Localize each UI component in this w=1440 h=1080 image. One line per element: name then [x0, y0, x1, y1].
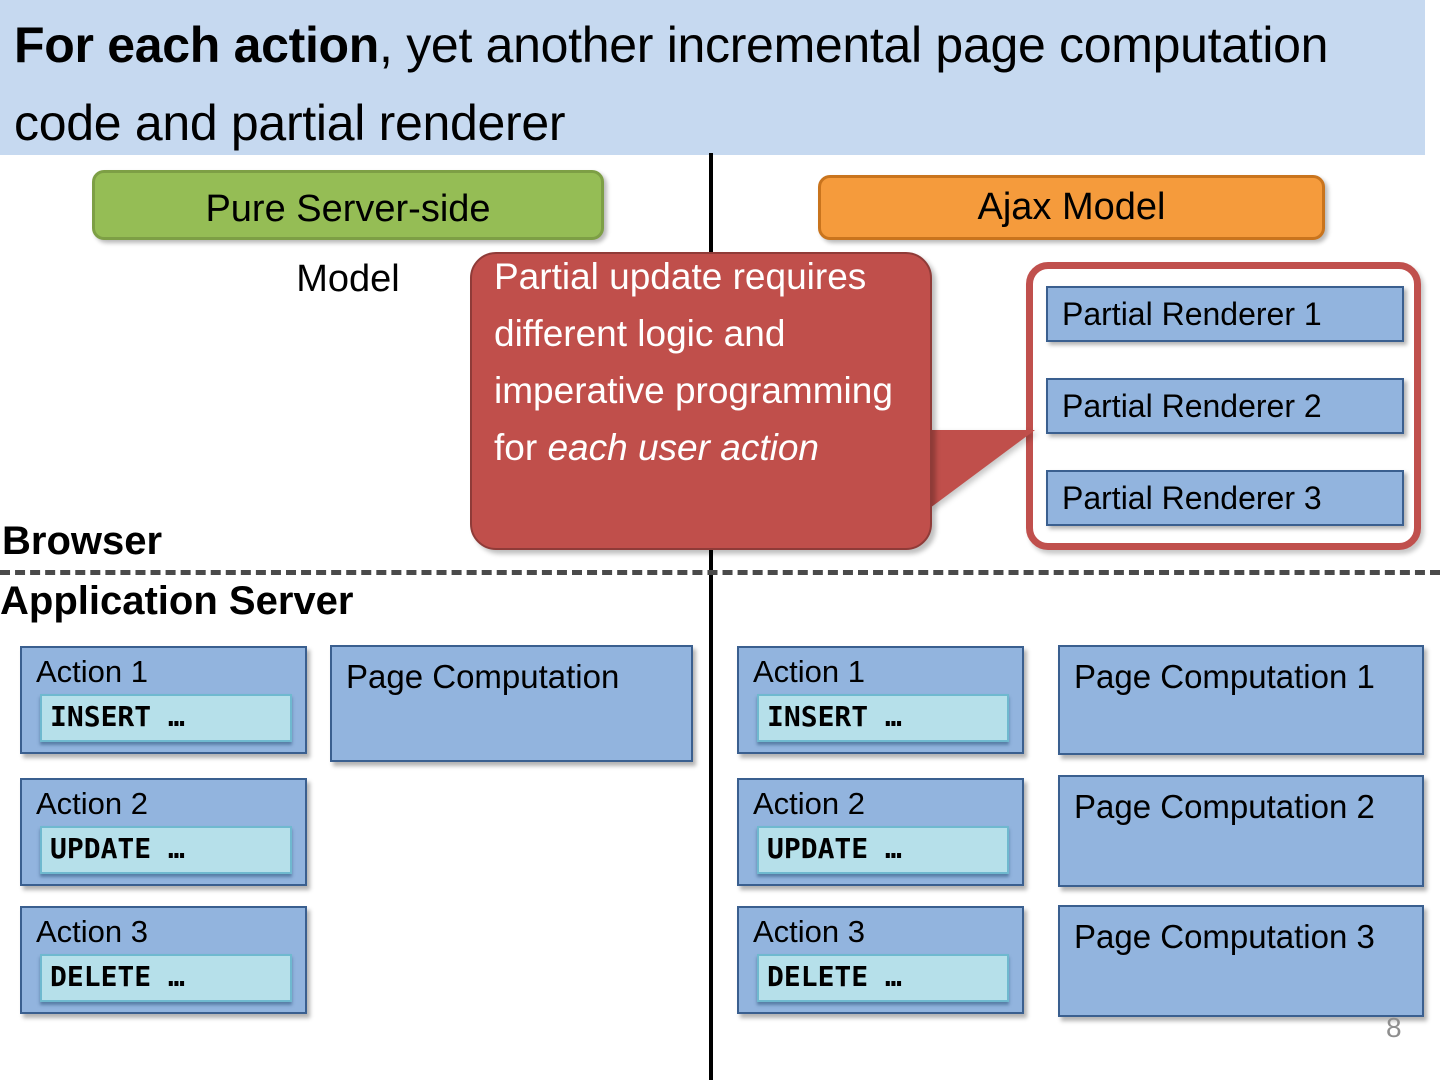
tier-dashed-divider — [0, 570, 1440, 575]
callout-text-plain: Partial update requires different logic … — [494, 256, 904, 468]
action-title: Action 1 — [753, 654, 866, 689]
page-title: For each action, yet another incremental… — [14, 6, 1414, 162]
action-sql-chip: DELETE … — [40, 954, 292, 1002]
slide-title-band: For each action, yet another incremental… — [0, 0, 1425, 155]
left-action-box-2: Action 2 UPDATE … — [20, 778, 307, 886]
pure-server-side-model-label: Pure Server-side Model — [205, 188, 491, 300]
action-sql-chip: INSERT … — [40, 694, 292, 742]
ajax-model-pill: Ajax Model — [818, 175, 1325, 240]
right-page-computation-box-2: Page Computation 2 — [1058, 775, 1424, 887]
right-action-box-3: Action 3 DELETE … — [737, 906, 1024, 1014]
left-action-box-3: Action 3 DELETE … — [20, 906, 307, 1014]
action-sql-chip: UPDATE … — [757, 826, 1009, 874]
right-action-box-2: Action 2 UPDATE … — [737, 778, 1024, 886]
page-title-emphasis: For each action — [14, 17, 380, 73]
partial-renderer-box-3: Partial Renderer 3 — [1046, 470, 1404, 526]
callout-pointer — [930, 430, 1035, 508]
partial-renderer-box-1: Partial Renderer 1 — [1046, 286, 1404, 342]
slide-page-number: 8 — [1386, 1012, 1402, 1043]
right-action-box-1: Action 1 INSERT … — [737, 646, 1024, 754]
application-server-tier-label: Application Server — [0, 579, 354, 623]
left-action-box-1: Action 1 INSERT … — [20, 646, 307, 754]
action-title: Action 3 — [36, 914, 149, 949]
right-page-computation-box-1: Page Computation 1 — [1058, 645, 1424, 755]
action-sql-chip: DELETE … — [757, 954, 1009, 1002]
left-page-computation-box: Page Computation — [330, 645, 693, 762]
action-title: Action 1 — [36, 654, 149, 689]
action-title: Action 2 — [753, 786, 866, 821]
callout-text-emphasis: each user action — [547, 427, 819, 468]
action-title: Action 3 — [753, 914, 866, 949]
action-sql-chip: INSERT … — [757, 694, 1009, 742]
callout-bubble — [470, 252, 932, 550]
partial-renderer-box-2: Partial Renderer 2 — [1046, 378, 1404, 434]
model-split-divider — [709, 153, 713, 1080]
right-page-computation-box-3: Page Computation 3 — [1058, 905, 1424, 1017]
callout-text: Partial update requires different logic … — [494, 248, 914, 476]
browser-tier-label: Browser — [2, 519, 163, 563]
action-sql-chip: UPDATE … — [40, 826, 292, 874]
action-title: Action 2 — [36, 786, 149, 821]
pure-server-side-model-pill: Pure Server-side Model — [92, 170, 604, 300]
ajax-model-label: Ajax Model — [977, 186, 1166, 228]
page-title-remainder: , yet another incremental page computati… — [14, 17, 1342, 151]
